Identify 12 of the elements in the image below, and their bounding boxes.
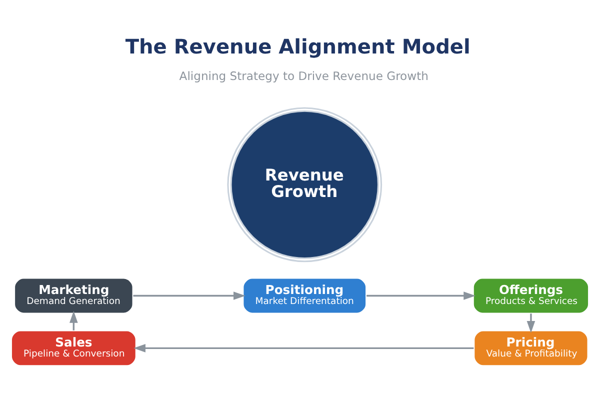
- arrow: [526, 313, 536, 332]
- node-box: Sales Pipeline & Conversion: [10, 329, 137, 366]
- arrow: [133, 291, 246, 300]
- node-box: Positioning Market Differentation: [242, 276, 368, 314]
- node-circle: Revenue Growth: [227, 106, 382, 262]
- label: Aligning Strategy to Drive Revenue Growth: [179, 68, 428, 83]
- diagram-title: The Revenue Alignment Model: [125, 34, 470, 58]
- arrow: [134, 344, 474, 352]
- node-box: Marketing Demand Generation: [14, 276, 134, 314]
- node-box: Offerings Products & Services: [472, 276, 590, 314]
- arrow: [366, 291, 476, 300]
- node-box: Pricing Value & Profitability: [473, 329, 589, 366]
